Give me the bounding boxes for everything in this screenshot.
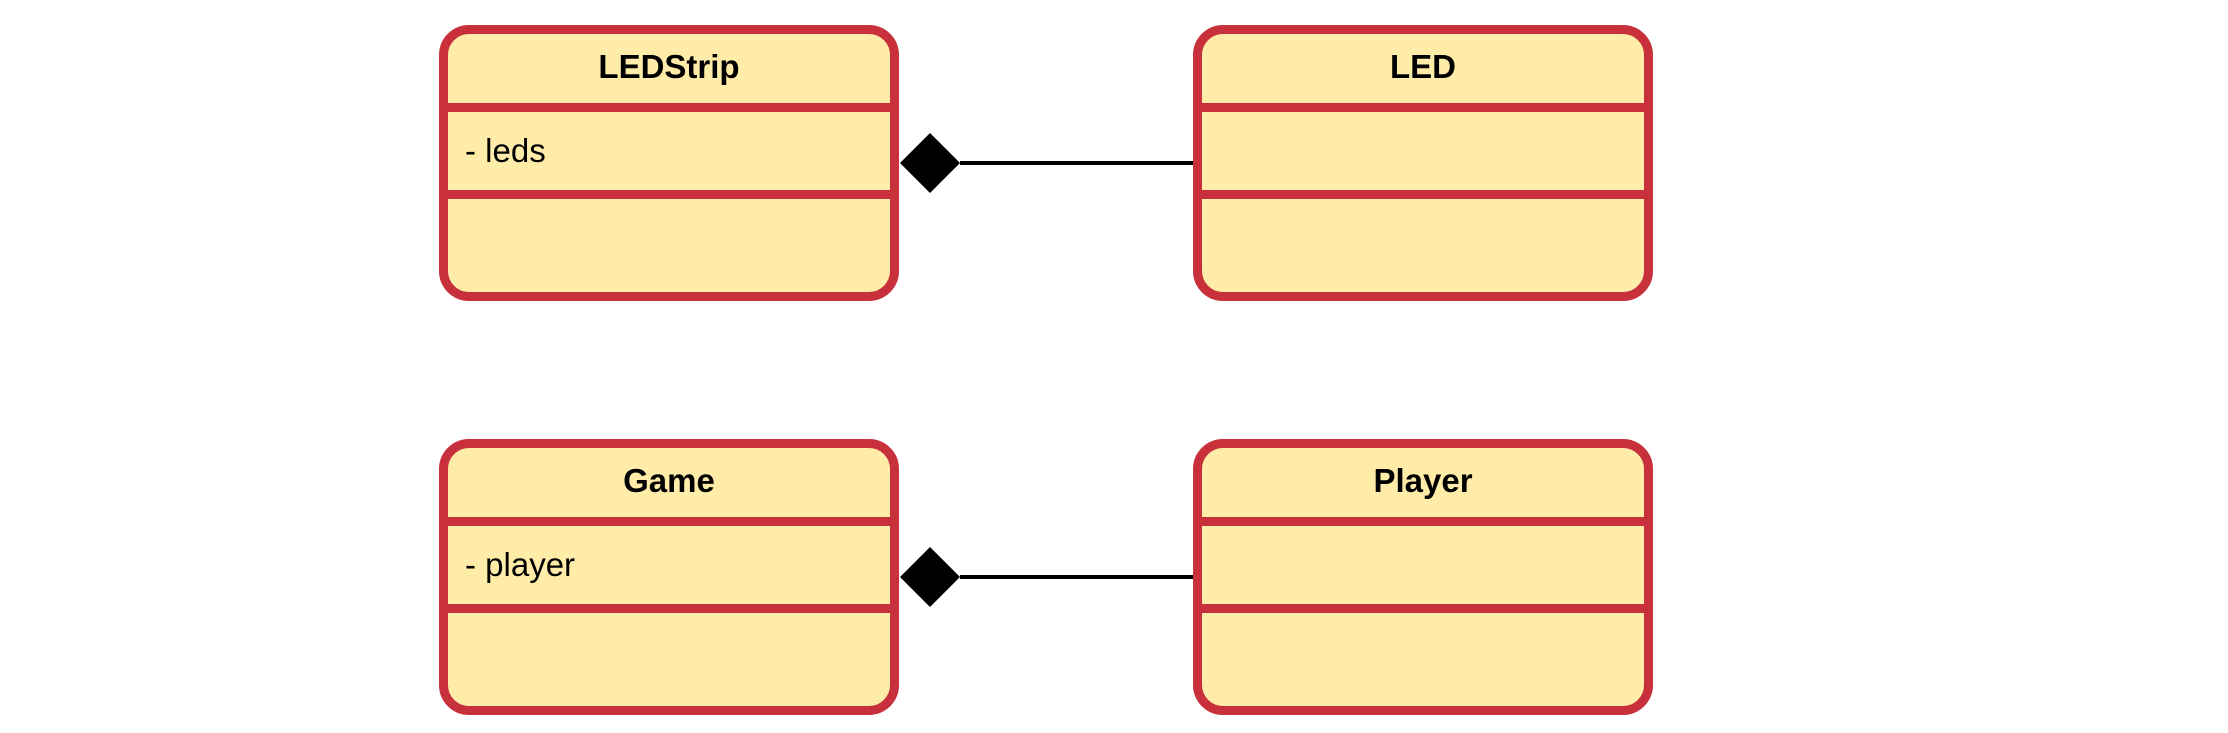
class-attributes: - player	[448, 517, 890, 613]
composition-ledstrip-led[interactable]	[900, 133, 1193, 193]
class-game[interactable]: Game - player	[439, 439, 899, 715]
class-attributes	[1202, 517, 1644, 613]
class-attributes	[1202, 103, 1644, 199]
class-methods	[448, 199, 890, 292]
class-methods	[1202, 199, 1644, 292]
class-methods	[448, 613, 890, 706]
class-methods	[1202, 613, 1644, 706]
class-led[interactable]: LED	[1193, 25, 1653, 301]
class-name: Player	[1373, 461, 1473, 499]
attribute-item: - leds	[465, 132, 546, 169]
class-ledstrip[interactable]: LEDStrip - leds	[439, 25, 899, 301]
class-attributes: - leds	[448, 103, 890, 199]
composition-diamond-icon	[900, 133, 960, 193]
composition-diamond-icon	[900, 547, 960, 607]
attribute-item: - player	[465, 546, 576, 583]
class-name: LEDStrip	[598, 47, 740, 85]
composition-game-player[interactable]	[900, 547, 1193, 607]
class-name: Game	[623, 461, 715, 499]
class-name: LED	[1390, 47, 1456, 85]
class-player[interactable]: Player	[1193, 439, 1653, 715]
